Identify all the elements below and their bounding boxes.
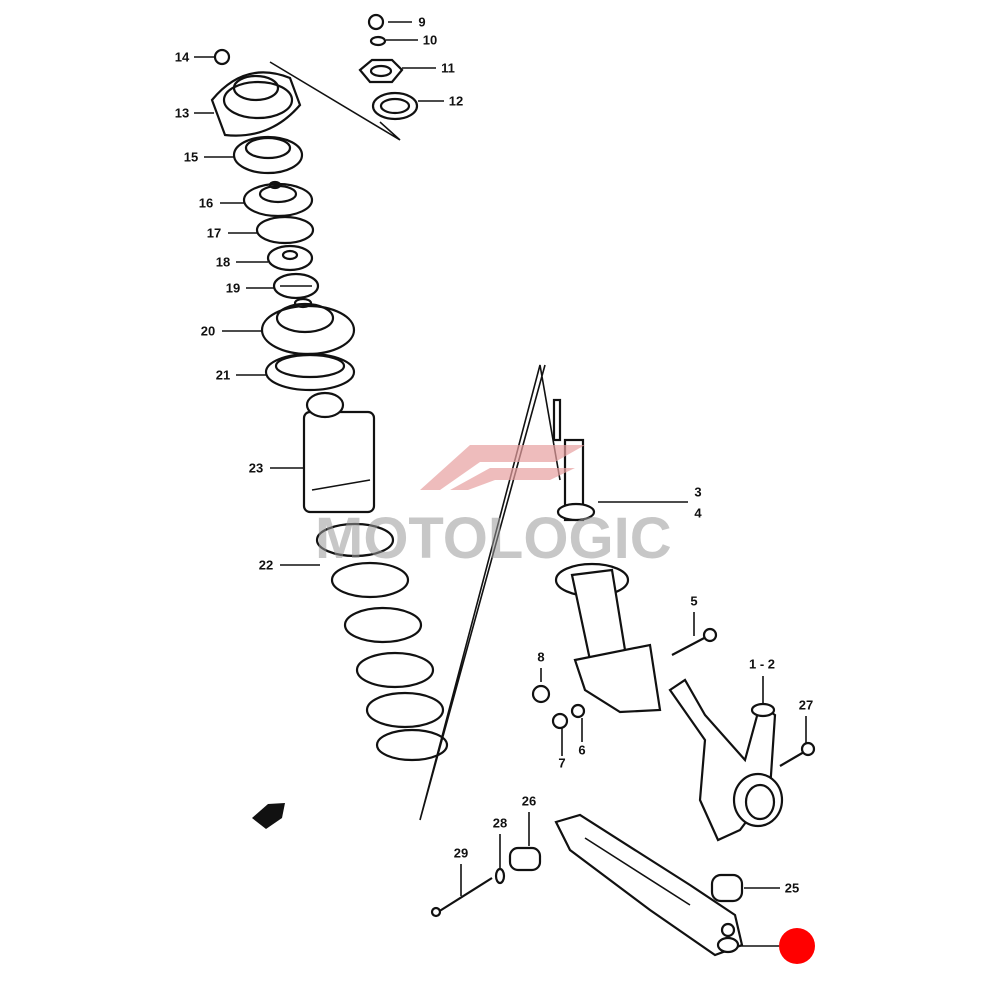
ball-joint (716, 922, 740, 954)
callout-12: 12 (448, 93, 464, 109)
seat-16 (242, 180, 314, 218)
callout-1-2: 1 - 2 (748, 656, 776, 672)
nut-7 (551, 712, 569, 730)
bearing-15 (232, 135, 304, 175)
callout-27: 27 (798, 697, 814, 713)
leader-lines (194, 21, 807, 947)
seal-12 (371, 91, 419, 121)
callout-16: 16 (198, 195, 214, 211)
callout-11: 11 (441, 60, 455, 76)
watermark-stripes (420, 445, 585, 490)
front-arrow-icon (252, 803, 285, 829)
washer-28 (494, 867, 506, 885)
callout-10: 10 (422, 32, 438, 48)
callout-21: 21 (215, 367, 231, 383)
insulator-21 (264, 352, 356, 392)
nut-14 (213, 48, 231, 66)
callout-7: 7 (558, 755, 566, 771)
callout-23: 23 (248, 460, 264, 476)
callout-9: 9 (418, 14, 426, 30)
ring-17 (255, 215, 315, 245)
callout-20: 20 (200, 323, 216, 339)
nut-9 (367, 13, 385, 31)
washer-18 (266, 244, 314, 272)
callout-29: 29 (453, 845, 469, 861)
bushing-25 (710, 873, 744, 903)
bushing-26 (508, 846, 542, 872)
callout-19: 19 (225, 280, 241, 296)
callout-18: 18 (215, 254, 231, 270)
nut-6 (570, 703, 586, 719)
steering-knuckle-1-2 (668, 678, 784, 842)
nut-8 (531, 684, 551, 704)
highlight-marker (779, 928, 815, 964)
callout-14: 14 (174, 49, 190, 65)
callout-4: 4 (694, 505, 702, 521)
callout-6: 6 (578, 742, 586, 758)
callout-13: 13 (174, 105, 190, 121)
callout-3: 3 (694, 484, 702, 500)
callout-17: 17 (206, 225, 222, 241)
dust-boot-23 (302, 391, 376, 514)
lower-control-arm (554, 813, 744, 957)
plate-11 (358, 58, 404, 84)
coil-spring-22 (315, 522, 449, 762)
callout-15: 15 (183, 149, 199, 165)
strut-3-4 (552, 398, 662, 714)
washer-10 (369, 35, 387, 47)
stopper-19 (272, 272, 320, 300)
callout-5: 5 (690, 593, 698, 609)
callout-8: 8 (537, 649, 545, 665)
bolt-29 (430, 877, 493, 918)
callout-22: 22 (258, 557, 274, 573)
watermark-logo: MOTOLOGIC (315, 506, 672, 571)
upper-seat-20 (260, 297, 356, 356)
callout-28: 28 (492, 815, 508, 831)
callout-25: 25 (784, 880, 800, 896)
bolt-5 (671, 627, 718, 656)
callout-26: 26 (521, 793, 537, 809)
strut-mount-13 (210, 71, 302, 137)
bolt-27 (779, 741, 816, 767)
